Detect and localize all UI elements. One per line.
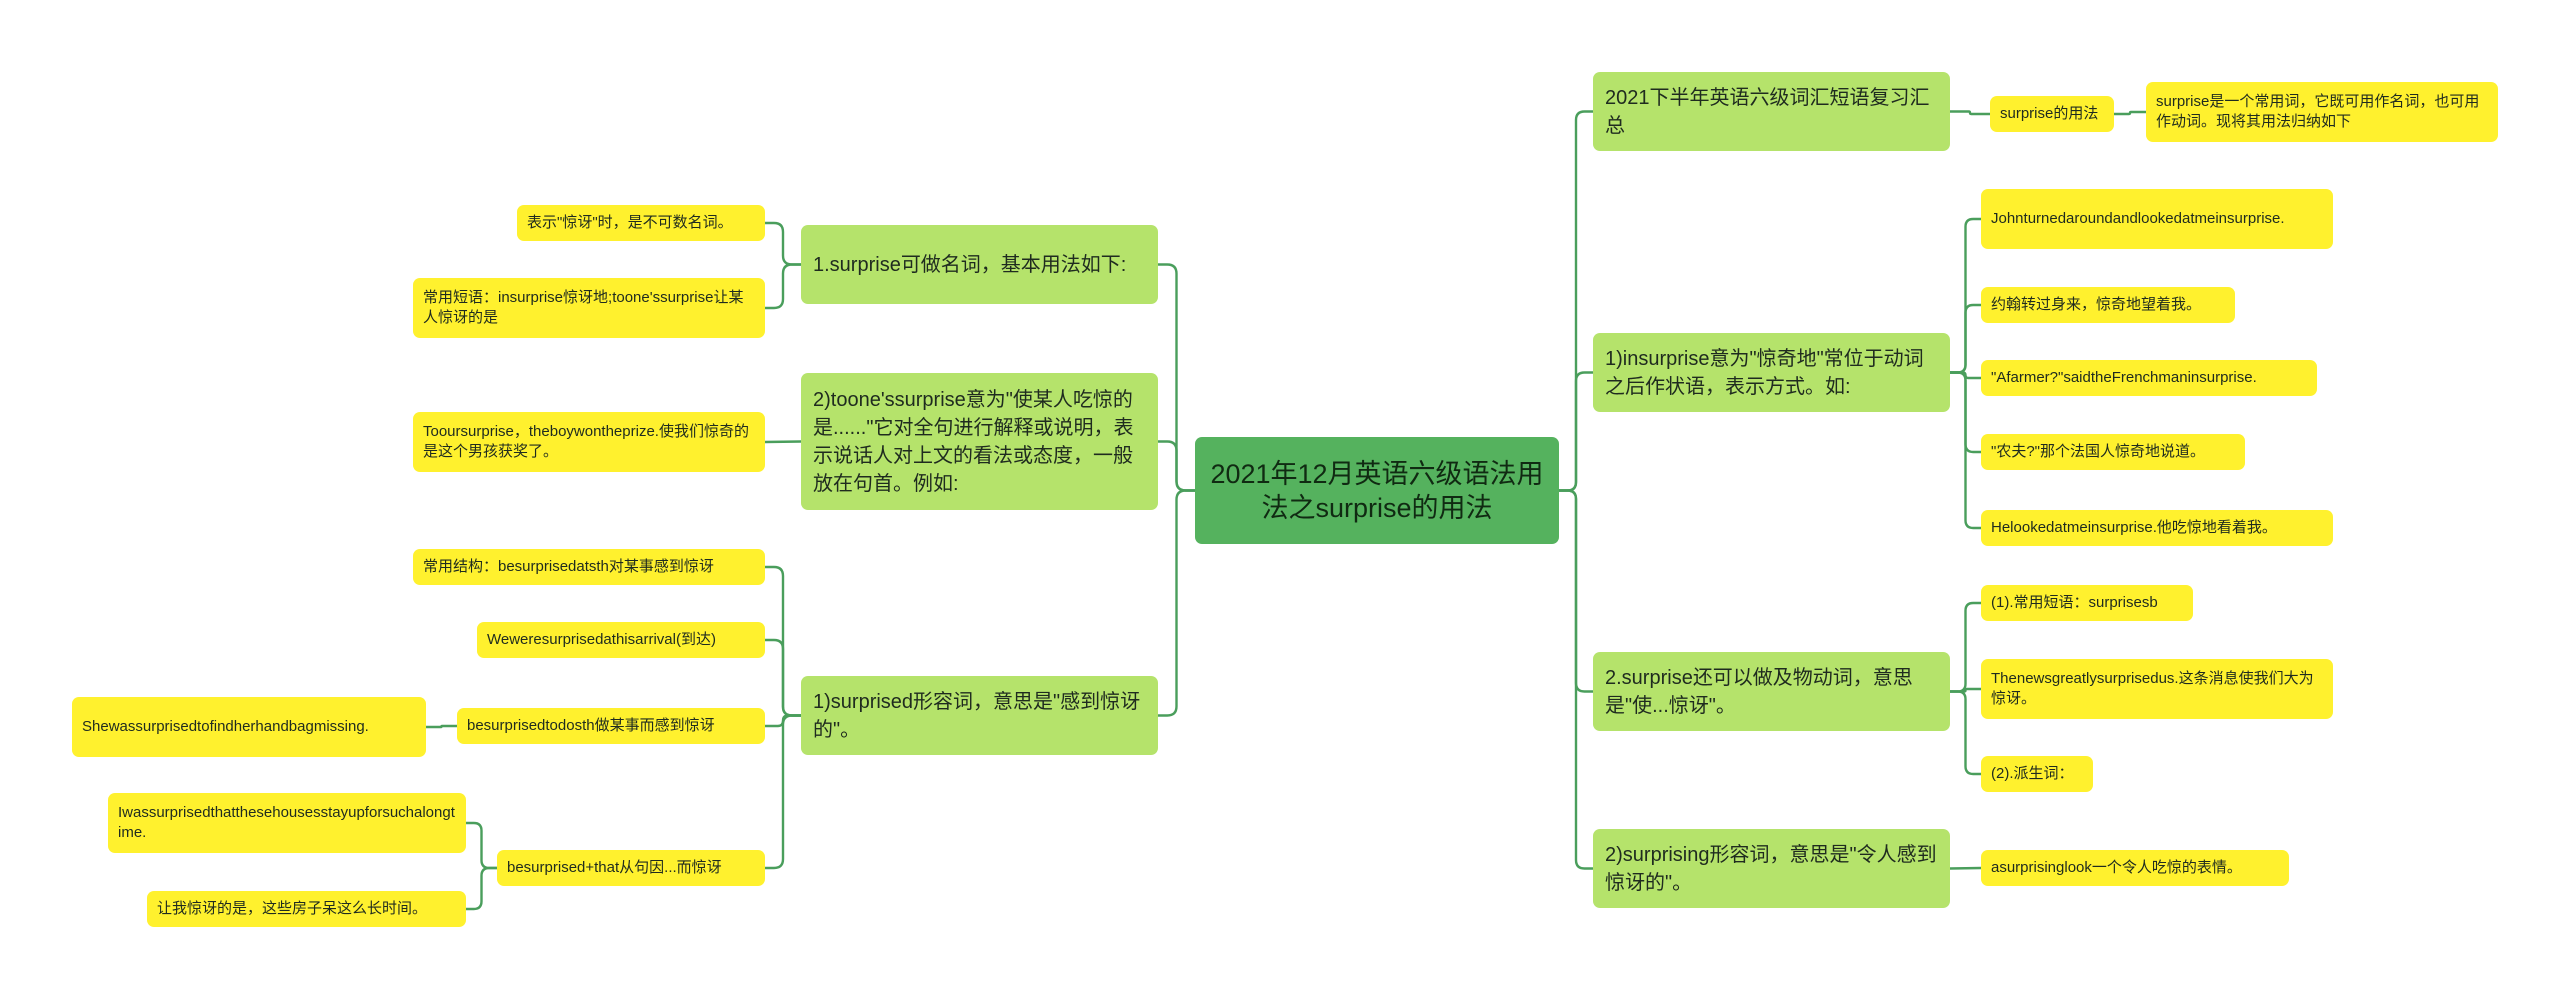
node-surprise-verb[interactable]: 2.surprise还可以做及物动词，意思是"使...惊讶"。 xyxy=(1593,652,1950,731)
node-to-ones-surprise[interactable]: 2)toone'ssurprise意为"使某人吃惊的是......"它对全句进行… xyxy=(801,373,1158,510)
connector-27 xyxy=(466,866,497,911)
node-surprising-adj[interactable]: 2)surprising形容词，意思是"令人感到惊讶的"。 xyxy=(1593,829,1950,908)
node-phrase-surprisesb[interactable]: (1).常用短语：surprisesb xyxy=(1981,585,2193,621)
root-node[interactable]: 2021年12月英语六级语法用法之surprise的用法 xyxy=(1195,437,1559,544)
node-surprise-intro[interactable]: surprise是一个常用词，它既可用作名词，也可用作动词。现将其用法归纳如下 xyxy=(2146,82,2498,142)
node-label: besurprised+that从句因...而惊讶 xyxy=(507,859,722,876)
node-surprised-that[interactable]: besurprised+that从句因...而惊讶 xyxy=(497,850,765,886)
connector-17 xyxy=(1158,489,1195,717)
node-example-houses[interactable]: Iwassurprisedthatthesehousesstayupforsuc… xyxy=(108,793,466,853)
node-label: asurprisinglook一个令人吃惊的表情。 xyxy=(1991,859,2242,876)
node-label: Helookedatmeinsurprise.他吃惊地看着我。 xyxy=(1991,519,2277,536)
node-example-surprising-look[interactable]: asurprisinglook一个令人吃惊的表情。 xyxy=(1981,850,2289,886)
node-uncountable[interactable]: 表示"惊讶"时，是不可数名词。 xyxy=(517,205,765,241)
connector-3 xyxy=(1559,489,1593,870)
node-label: Iwassurprisedthatthesehousesstayupforsuc… xyxy=(118,804,455,841)
node-label: Johnturnedaroundandlookedatmeinsurprise. xyxy=(1991,210,2285,227)
node-label: 1.surprise可做名词，基本用法如下: xyxy=(813,253,1127,276)
node-label: 约翰转过身来，惊奇地望着我。 xyxy=(1991,296,2202,313)
node-label: surprise是一个常用词，它既可用作名词，也可用作动词。现将其用法归纳如下 xyxy=(2156,93,2480,130)
node-cet6-vocab-review[interactable]: 2021下半年英语六级词汇短语复习汇总 xyxy=(1593,72,1950,151)
connector-5 xyxy=(2114,110,2146,116)
node-example-news[interactable]: Thenewsgreatlysurprisedus.这条消息使我们大为惊讶。 xyxy=(1981,659,2333,719)
node-label: 常用短语：insurprise惊讶地;toone'ssurprise让某人惊讶的… xyxy=(423,289,744,326)
connector-26 xyxy=(466,821,497,870)
node-label: "Afarmer?"saidtheFrenchmaninsurprise. xyxy=(1991,369,2257,386)
connector-20 xyxy=(764,440,802,444)
node-label: besurprisedtodosth做某事而感到惊讶 xyxy=(467,717,715,734)
node-surprised-at[interactable]: 常用结构：besurprisedatsth对某事感到惊讶 xyxy=(413,549,765,585)
node-surprised-to-do[interactable]: besurprisedtodosth做某事而感到惊讶 xyxy=(457,708,765,744)
connector-24 xyxy=(765,714,801,870)
connector-1 xyxy=(1559,371,1593,492)
node-label: 常用结构：besurprisedatsth对某事感到惊讶 xyxy=(423,558,714,575)
connector-10 xyxy=(1950,371,1981,530)
node-label: 2)surprising形容词，意思是"令人感到惊讶的"。 xyxy=(1605,843,1937,894)
node-label: Weweresurprisedathisarrival(到达) xyxy=(487,631,716,648)
connector-19 xyxy=(765,263,801,310)
node-example-john-cn[interactable]: 约翰转过身来，惊奇地望着我。 xyxy=(1981,287,2235,323)
node-example-farmer-cn[interactable]: "农夫?"那个法国人惊奇地说道。 xyxy=(1981,434,2245,470)
node-example-houses-cn[interactable]: 让我惊讶的是，这些房子呆这么长时间。 xyxy=(147,891,466,927)
node-label: (2).派生词： xyxy=(1991,765,2074,782)
node-surprise-usage[interactable]: surprise的用法 xyxy=(1990,96,2114,132)
connector-11 xyxy=(1950,601,1981,693)
node-example-farmer[interactable]: "Afarmer?"saidtheFrenchmaninsurprise. xyxy=(1981,360,2317,396)
node-derived-words[interactable]: (2).派生词： xyxy=(1981,756,2093,792)
connector-13 xyxy=(1950,690,1981,776)
node-label: 2021下半年英语六级词汇短语复习汇总 xyxy=(1605,86,1930,137)
node-label: 1)insurprise意为"惊奇地"常位于动词之后作状语，表示方式。如: xyxy=(1605,347,1924,398)
node-example-boy-prize[interactable]: Tooursurprise，theboywontheprize.使我们惊奇的是这… xyxy=(413,412,765,472)
node-example-looked[interactable]: Helookedatmeinsurprise.他吃惊地看着我。 xyxy=(1981,510,2333,546)
connector-4 xyxy=(1950,110,1990,116)
node-example-john[interactable]: Johnturnedaroundandlookedatmeinsurprise. xyxy=(1981,189,2333,249)
node-label: 2)toone'ssurprise意为"使某人吃惊的是......"它对全句进行… xyxy=(813,388,1134,495)
node-label: (1).常用短语：surprisesb xyxy=(1991,594,2158,611)
node-label: 2.surprise还可以做及物动词，意思是"使...惊讶"。 xyxy=(1605,666,1913,717)
node-noun-phrases[interactable]: 常用短语：insurprise惊讶地;toone'ssurprise让某人惊讶的… xyxy=(413,278,765,338)
node-example-arrival[interactable]: Weweresurprisedathisarrival(到达) xyxy=(477,622,765,658)
node-label: "农夫?"那个法国人惊奇地说道。 xyxy=(1991,443,2205,460)
connector-12 xyxy=(1950,687,1981,693)
connector-18 xyxy=(765,221,801,266)
node-label: 让我惊讶的是，这些房子呆这么长时间。 xyxy=(157,900,428,917)
connector-16 xyxy=(1158,440,1195,492)
node-surprise-noun[interactable]: 1.surprise可做名词，基本用法如下: xyxy=(801,225,1158,304)
node-label: Tooursurprise，theboywontheprize.使我们惊奇的是这… xyxy=(423,423,749,460)
connector-25 xyxy=(426,724,457,729)
node-label: surprise的用法 xyxy=(2000,105,2099,122)
connector-22 xyxy=(765,638,801,717)
node-in-surprise[interactable]: 1)insurprise意为"惊奇地"常位于动词之后作状语，表示方式。如: xyxy=(1593,333,1950,412)
node-label: Thenewsgreatlysurprisedus.这条消息使我们大为惊讶。 xyxy=(1991,670,2314,707)
root-node-label: 2021年12月英语六级语法用法之surprise的用法 xyxy=(1210,458,1544,523)
node-surprised-adj[interactable]: 1)surprised形容词，意思是"感到惊讶的"。 xyxy=(801,676,1158,755)
connector-14 xyxy=(1949,866,1982,870)
node-example-handbag[interactable]: Shewassurprisedtofindherhandbagmissing. xyxy=(72,697,426,757)
node-label: 表示"惊讶"时，是不可数名词。 xyxy=(527,214,733,231)
node-label: 1)surprised形容词，意思是"感到惊讶的"。 xyxy=(813,690,1141,741)
connector-7 xyxy=(1950,303,1981,374)
node-label: Shewassurprisedtofindherhandbagmissing. xyxy=(82,718,369,735)
